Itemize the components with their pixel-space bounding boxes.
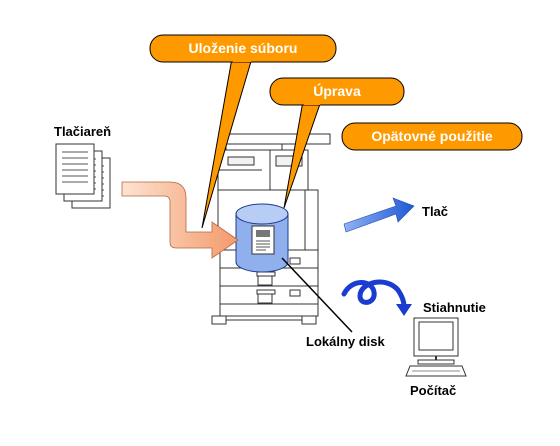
local-disk-leader-line	[281, 257, 353, 333]
print-arrow	[343, 197, 415, 233]
document-icon	[251, 225, 275, 255]
printer-label: Tlačiareň	[54, 124, 111, 139]
local-disk-label: Lokálny disk	[306, 334, 386, 349]
callout-reuse: Opätovné použitie	[341, 122, 523, 151]
print-label: Tlač	[422, 204, 448, 219]
download-label: Stiahnutie	[423, 300, 486, 315]
callout-file-save-label: Uloženie súboru	[189, 40, 298, 56]
download-loop-arrow	[341, 279, 412, 316]
printed-pages-icon	[55, 143, 111, 209]
callout-edit-label: Úprava	[313, 82, 361, 99]
callout-file-save: Uloženie súboru	[149, 34, 337, 229]
local-disk-cylinder	[235, 203, 289, 273]
callout-reuse-label: Opätovné použitie	[371, 128, 493, 144]
input-flow-arrow	[121, 181, 239, 259]
computer-label: Počítač	[410, 383, 456, 398]
callout-edit: Úprava	[269, 77, 405, 209]
computer-icon	[405, 317, 467, 377]
